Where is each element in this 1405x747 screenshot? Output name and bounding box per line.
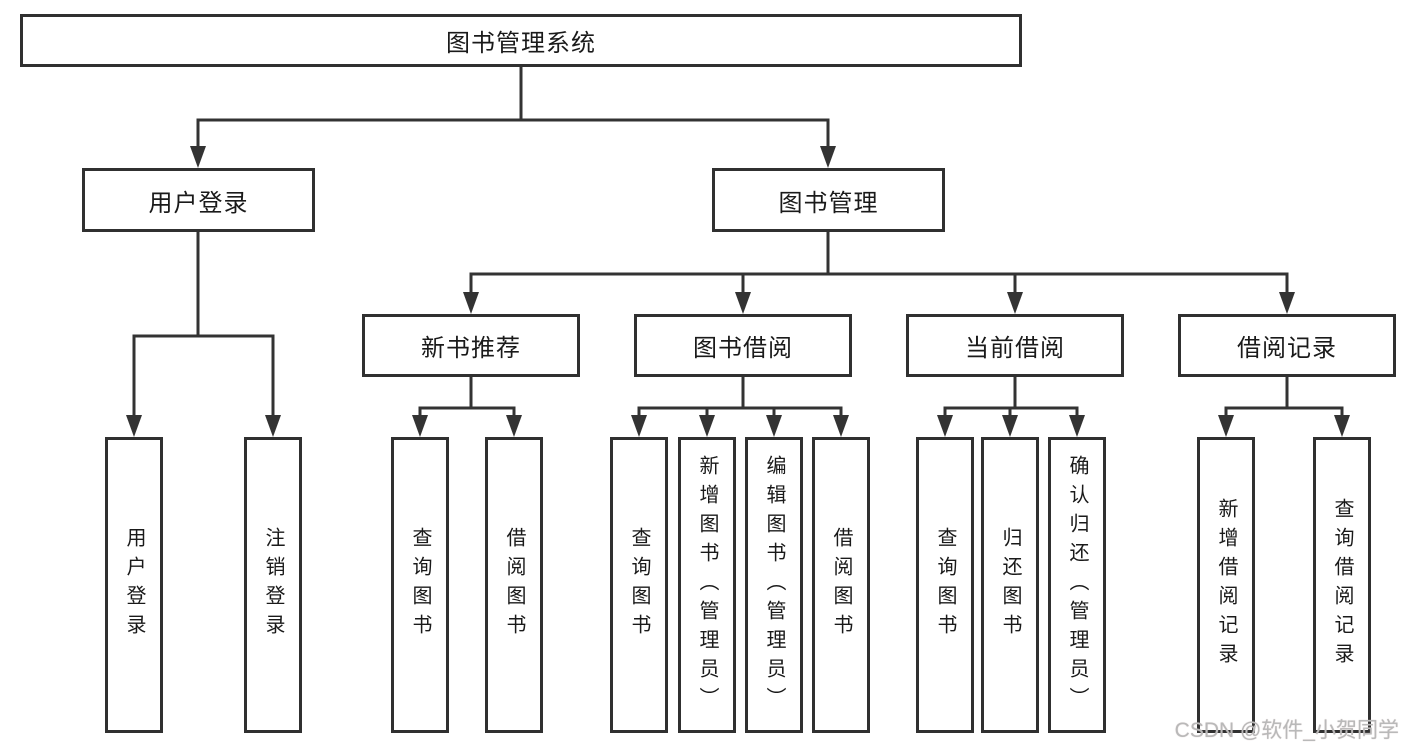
leaf-query-books-borrow: 查询图书 xyxy=(610,437,668,733)
node-book-borrow: 图书借阅 xyxy=(634,314,852,377)
leaf-borrow-books: 借阅图书 xyxy=(812,437,870,733)
node-current-borrow: 当前借阅 xyxy=(906,314,1124,377)
leaf-add-book-admin: 新增图书（管理员） xyxy=(678,437,736,733)
connector-login-branch xyxy=(126,232,281,437)
arrowhead xyxy=(1279,292,1295,314)
arrowhead xyxy=(833,415,849,437)
connector-root-branch xyxy=(190,67,836,168)
leaf-borrow-books-recommend: 借阅图书 xyxy=(485,437,543,733)
arrowhead xyxy=(265,415,281,437)
arrowhead xyxy=(1334,415,1350,437)
arrowhead xyxy=(820,146,836,168)
arrowhead xyxy=(766,415,782,437)
connector-newbook-branch xyxy=(412,377,522,437)
arrowhead xyxy=(699,415,715,437)
leaf-query-books-current: 查询图书 xyxy=(916,437,974,733)
node-library-management-system: 图书管理系统 xyxy=(20,14,1022,67)
arrowhead xyxy=(1218,415,1234,437)
leaf-confirm-return-admin: 确认归还（管理员） xyxy=(1048,437,1106,733)
arrowhead xyxy=(937,415,953,437)
leaf-query-borrow-record: 查询借阅记录 xyxy=(1313,437,1371,733)
node-book-management: 图书管理 xyxy=(712,168,945,232)
arrowhead xyxy=(463,292,479,314)
node-borrow-records: 借阅记录 xyxy=(1178,314,1396,377)
leaf-edit-book-admin: 编辑图书（管理员） xyxy=(745,437,803,733)
arrowhead xyxy=(1002,415,1018,437)
leaf-user-login: 用户登录 xyxy=(105,437,163,733)
leaf-add-borrow-record: 新增借阅记录 xyxy=(1197,437,1255,733)
arrowhead xyxy=(126,415,142,437)
connector-borrow-branch xyxy=(631,377,849,437)
arrowhead xyxy=(412,415,428,437)
arrowhead xyxy=(1007,292,1023,314)
leaf-query-books-recommend: 查询图书 xyxy=(391,437,449,733)
arrowhead xyxy=(1069,415,1085,437)
node-user-login: 用户登录 xyxy=(82,168,315,232)
csdn-watermark: CSDN @软件_小贺同学 xyxy=(1174,719,1399,742)
connector-current-branch xyxy=(937,377,1085,437)
connector-manage-branch xyxy=(463,232,1295,314)
arrowhead xyxy=(631,415,647,437)
leaf-return-books: 归还图书 xyxy=(981,437,1039,733)
node-new-book-recommend: 新书推荐 xyxy=(362,314,580,377)
arrowhead xyxy=(190,146,206,168)
arrowhead xyxy=(506,415,522,437)
connector-records-branch xyxy=(1218,377,1350,437)
leaf-logout: 注销登录 xyxy=(244,437,302,733)
arrowhead xyxy=(735,292,751,314)
